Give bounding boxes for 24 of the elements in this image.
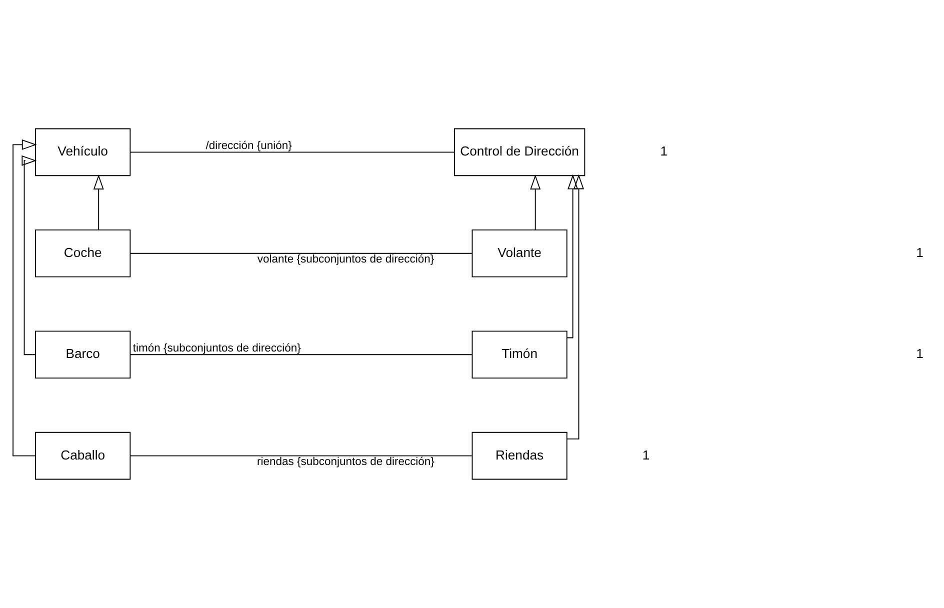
- arrow: [566, 174, 578, 338]
- edge-label: /dirección {unión}: [206, 140, 292, 152]
- node-box: Riendas: [472, 432, 568, 480]
- edge-label: volante {subconjuntos de dirección}: [257, 253, 434, 266]
- connector: [130, 354, 473, 356]
- label: 1: [660, 144, 668, 159]
- node-box: Barco: [35, 330, 131, 378]
- connector: [130, 455, 473, 456]
- edge-label: timón {subconjuntos de dirección}: [132, 342, 301, 354]
- node-box: Timón: [472, 330, 568, 378]
- node-box: Coche: [35, 230, 131, 278]
- arrow: [93, 174, 104, 230]
- connector: [130, 152, 455, 153]
- connector: [130, 252, 473, 254]
- label: 1: [916, 244, 924, 260]
- node-box: Vehículo: [35, 128, 131, 176]
- label: 1: [642, 447, 650, 462]
- edge-label: riendas {subconjuntos de dirección}: [257, 456, 434, 468]
- arrow: [530, 174, 541, 230]
- arrow: [12, 139, 37, 456]
- node-box: Control de Dirección: [454, 128, 586, 176]
- node-box: Volante: [472, 230, 568, 278]
- node-box: Caballo: [35, 432, 131, 480]
- label: 1: [916, 346, 924, 362]
